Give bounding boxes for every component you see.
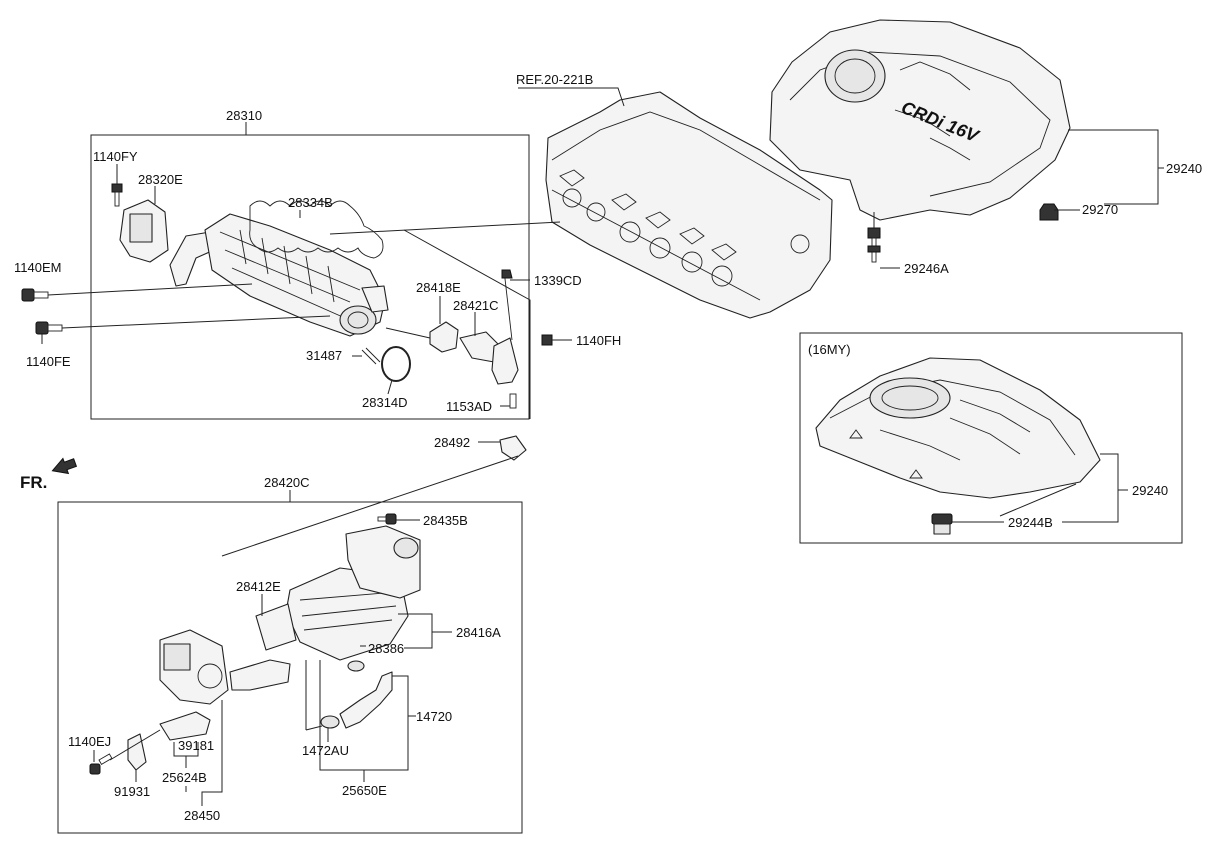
label-31487: 31487	[306, 348, 342, 363]
stud-29246A	[867, 227, 881, 263]
pin-31487	[361, 347, 381, 365]
intake-manifold	[119, 199, 389, 337]
label-1140FY: 1140FY	[93, 149, 138, 164]
label-1339CD: 1339CD	[534, 273, 582, 288]
bolt-1140EJ	[89, 753, 113, 775]
cylinder-head	[545, 91, 833, 319]
bolt-1140EM	[21, 288, 49, 302]
label-28492: 28492	[434, 435, 470, 450]
o-ring-28314D	[381, 346, 411, 382]
bolt-1140FY	[111, 183, 123, 207]
intake-manifold-frame	[90, 134, 530, 420]
label-91931: 91931	[114, 784, 150, 799]
part-labels: 28310 1140FY 28320E 28334B 1140EM 1140FE…	[14, 72, 1202, 823]
label-28418E: 28418E	[416, 280, 461, 295]
label-28435B: 28435B	[423, 513, 468, 528]
label-25624B: 25624B	[162, 770, 207, 785]
label-28334B: 28334B	[288, 195, 333, 210]
label-1153AD: 1153AD	[446, 399, 492, 414]
label-25650E: 25650E	[342, 783, 387, 798]
nut-29270	[1039, 203, 1059, 221]
bolt-1140FH	[541, 334, 553, 346]
bolt-28435B	[377, 513, 397, 525]
label-28314D: 28314D	[362, 395, 408, 410]
front-arrow-icon	[51, 457, 78, 475]
label-28420C: 28420C	[264, 475, 310, 490]
label-1140FH: 1140FH	[576, 333, 621, 348]
16my-cover-frame	[799, 332, 1183, 544]
label-29246A: 29246A	[904, 261, 949, 276]
engine-cover-16my	[815, 357, 1101, 499]
label-ref-20-221B: REF.20-221B	[516, 72, 593, 87]
label-28416A: 28416A	[456, 625, 501, 640]
label-29240-top: 29240	[1166, 161, 1202, 176]
label-14720: 14720	[416, 709, 452, 724]
leader-lines	[41, 87, 1164, 806]
label-1140EM: 1140EM	[14, 260, 61, 275]
gasket-28492	[499, 435, 527, 461]
label-28320E: 28320E	[138, 172, 183, 187]
label-1472AU: 1472AU	[302, 743, 349, 758]
label-28412E: 28412E	[236, 579, 281, 594]
stud-1153AD	[509, 393, 517, 409]
engine-cover: CRDi 16V	[769, 19, 1071, 221]
label-16my: (16MY)	[808, 342, 851, 357]
label-28450: 28450	[184, 808, 220, 823]
label-29270: 29270	[1082, 202, 1118, 217]
egr-cooler	[127, 525, 421, 771]
label-1140FE: 1140FE	[26, 354, 71, 369]
label-28310: 28310	[226, 108, 262, 123]
label-28386: 28386	[368, 641, 404, 656]
label-1140EJ: 1140EJ	[68, 734, 111, 749]
label-28421C: 28421C	[453, 298, 499, 313]
label-29244B: 29244B	[1008, 515, 1053, 530]
bolt-1140FE	[35, 321, 63, 335]
label-39181: 39181	[178, 738, 214, 753]
bolt-1339CD	[501, 269, 513, 279]
egr-pipe-28421C	[459, 269, 519, 385]
label-29240-16my: 29240	[1132, 483, 1168, 498]
grommet-29244B	[931, 513, 953, 535]
label-front: FR.	[20, 473, 47, 492]
gasket-28418E	[429, 321, 459, 353]
